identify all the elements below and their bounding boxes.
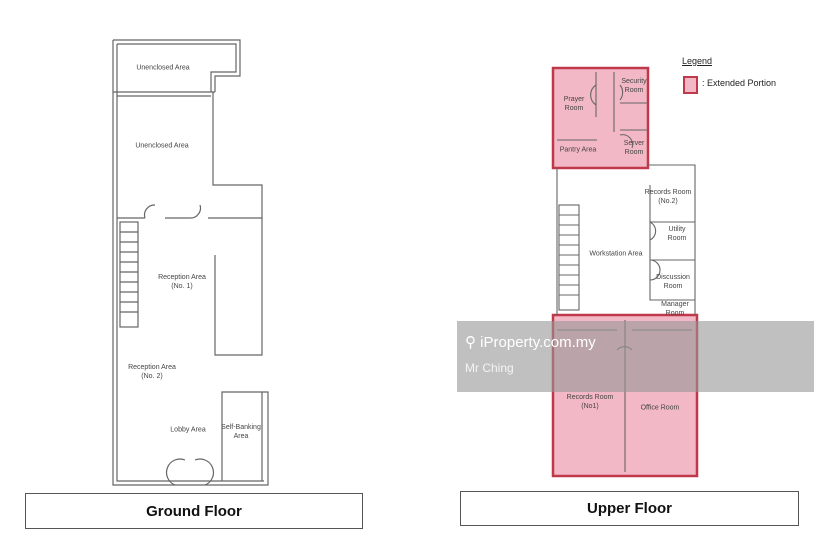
room-unenclosed-area-2: Unenclosed Area (135, 142, 189, 150)
room-lobby-area: Lobby Area (170, 426, 206, 434)
room-records-room-1: Records Room (No1) (566, 394, 614, 410)
room-unenclosed-area-1: Unenclosed Area (136, 64, 190, 72)
room-pantry-area: Pantry Area (559, 146, 597, 154)
legend-swatch (683, 76, 698, 94)
extended-portion-top (551, 66, 650, 170)
room-prayer-room: Prayer Room (563, 96, 585, 112)
room-security-room: Security Room (621, 78, 647, 94)
room-reception-area-2: Reception Area (No. 2) (128, 364, 176, 380)
room-server-room: Server Room (623, 140, 645, 156)
legend-label: : Extended Portion (702, 78, 777, 88)
room-discussion-room: Discussion Room (656, 274, 690, 290)
room-records-room-2: Records Room (No.2) (644, 189, 692, 205)
watermark-site: ⚲ iProperty.com.my (465, 333, 596, 351)
watermark-site-text: iProperty.com.my (480, 334, 596, 351)
upper-floor-caption: Upper Floor (460, 491, 799, 526)
room-workstation-area: Workstation Area (589, 250, 643, 258)
ground-floor-caption: Ground Floor (25, 493, 363, 529)
room-office-room: Office Room (640, 404, 680, 412)
watermark-agent: Mr Ching (465, 361, 514, 375)
upper-floor-walls (551, 66, 699, 478)
room-self-banking-area: Self-Banking Area (221, 424, 261, 440)
room-utility-room: Utility Room (667, 226, 687, 242)
ground-floor-walls (112, 39, 269, 486)
room-reception-area-1: Reception Area (No. 1) (158, 274, 206, 290)
location-pin-icon: ⚲ (465, 334, 476, 351)
room-manager-room: Manager Room (661, 301, 689, 317)
legend-title: Legend (682, 56, 713, 66)
watermark-banner: ⚲ iProperty.com.my Mr Ching (457, 321, 814, 392)
